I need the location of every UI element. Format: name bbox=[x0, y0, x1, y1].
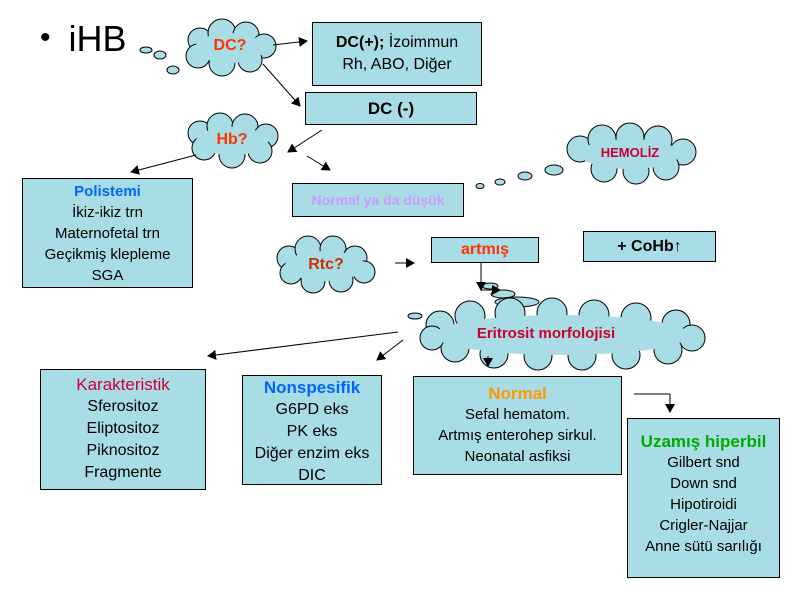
uzamis-line-5: Anne sütü sarılığı bbox=[645, 538, 762, 555]
normal-dusuk-title: Normal ya da düşük bbox=[311, 192, 445, 208]
karakteristik-title: Karakteristik bbox=[76, 375, 170, 394]
cloud-label-dc: DC? bbox=[213, 37, 247, 54]
polistemi-line-3: Geçikmiş klepleme bbox=[44, 246, 171, 263]
normal-line-1: Sefal hematom. bbox=[464, 406, 571, 423]
cloud-hb bbox=[187, 112, 279, 169]
box-nonspesifik: Nonspesifik G6PD eks PK eks Diğer enzim … bbox=[242, 375, 382, 485]
cloud-label-rtc: Rtc? bbox=[308, 256, 344, 273]
box-normal: Normal Sefal hematom. Artmış enterohep s… bbox=[413, 376, 622, 475]
box-dc-positive: DC(+); İzoimmun Rh, ABO, Diğer bbox=[312, 22, 482, 86]
cohb-title: + CoHb↑ bbox=[617, 238, 682, 255]
box-cohb: + CoHb↑ bbox=[583, 231, 716, 262]
karakteristik-line-1: Sferositoz bbox=[87, 398, 159, 415]
polistemi-line-4: SGA bbox=[91, 267, 124, 284]
nonspesifik-title: Nonspesifik bbox=[263, 378, 361, 397]
cloud-dc bbox=[185, 18, 277, 77]
uzamis-line-3: Hipotiroidi bbox=[670, 496, 737, 513]
artmis-title: artmış bbox=[460, 241, 510, 258]
normal-line-2: Artmış enterohep sirkul. bbox=[438, 427, 597, 444]
polistemi-line-1: İkiz-ikiz trn bbox=[72, 204, 143, 221]
dc-positive-line-1: İzoimmun bbox=[388, 34, 459, 51]
cloud-label-hb: Hb? bbox=[216, 131, 248, 148]
normal-line-3: Neonatal asfiksi bbox=[464, 448, 571, 465]
box-polistemi: Polistemi İkiz-ikiz trn Maternofetal trn… bbox=[22, 178, 193, 288]
normal-title: Normal bbox=[488, 384, 547, 403]
uzamis-title: Uzamış hiperbil bbox=[640, 432, 767, 451]
polistemi-title: Polistemi bbox=[74, 183, 141, 200]
box-karakteristik: Karakteristik Sferositoz Eliptositoz Pik… bbox=[40, 369, 206, 490]
dc-positive-line-2: Rh, ABO, Diğer bbox=[342, 56, 452, 73]
box-uzamis-hiperbil: Uzamış hiperbil Gilbert snd Down snd Hip… bbox=[627, 418, 780, 578]
uzamis-line-2: Down snd bbox=[670, 475, 737, 492]
cloud-eritrosit bbox=[419, 297, 706, 371]
karakteristik-line-4: Fragmente bbox=[84, 464, 162, 481]
cloud-label-eritrosit: Eritrosit morfolojisi bbox=[476, 325, 616, 342]
uzamis-line-1: Gilbert snd bbox=[667, 454, 740, 471]
uzamis-line-4: Crigler-Najjar bbox=[659, 517, 748, 534]
cloud-hemoliz bbox=[566, 122, 697, 185]
connector-arrows bbox=[130, 36, 675, 413]
nonspesifik-line-4: DIC bbox=[298, 467, 326, 484]
polistemi-line-2: Maternofetal trn bbox=[54, 225, 161, 242]
nonspesifik-line-3: Diğer enzim eks bbox=[254, 445, 370, 462]
nonspesifik-line-2: PK eks bbox=[286, 423, 338, 440]
cloud-label-hemoliz: HEMOLİZ bbox=[600, 145, 660, 160]
karakteristik-line-3: Piknositoz bbox=[86, 442, 160, 459]
bullet-glyph: • bbox=[40, 21, 51, 54]
cloud-rtc bbox=[276, 235, 376, 294]
box-normal-dusuk: Normal ya da düşük bbox=[292, 183, 464, 217]
nonspesifik-line-1: G6PD eks bbox=[275, 401, 349, 418]
box-artmis: artmış bbox=[431, 237, 539, 263]
dc-positive-title: DC(+); bbox=[335, 34, 385, 51]
dc-negative-title: DC (-) bbox=[367, 99, 415, 118]
karakteristik-line-2: Eliptositoz bbox=[86, 420, 160, 437]
box-dc-negative: DC (-) bbox=[305, 92, 477, 125]
slide-heading: • iHB bbox=[40, 18, 127, 60]
heading-text: iHB bbox=[68, 18, 127, 59]
